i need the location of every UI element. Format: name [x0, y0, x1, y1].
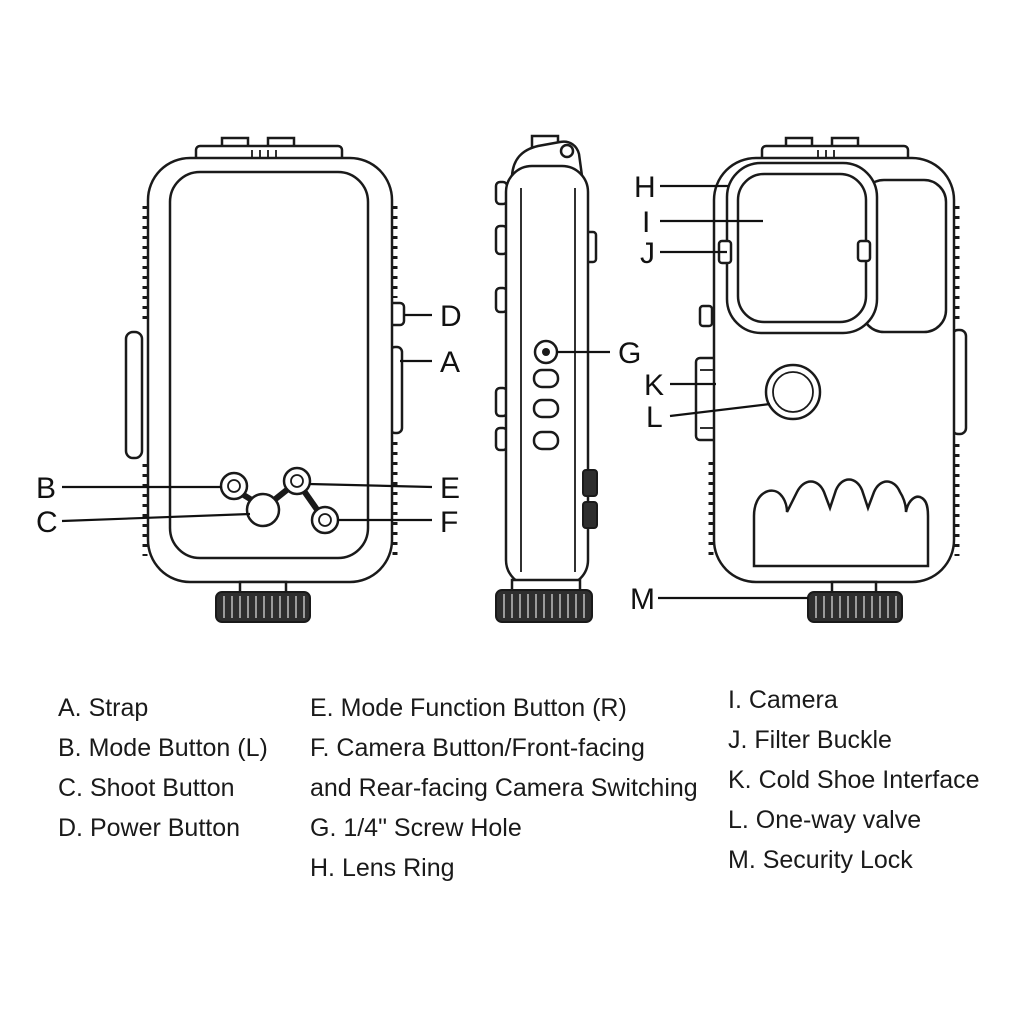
front-mount-knurl — [223, 596, 305, 618]
mode-button-left — [219, 471, 249, 501]
legend-column-2: E. Mode Function Button (R) F. Camera Bu… — [310, 688, 698, 888]
legend-item-k: K. Cold Shoe Interface — [728, 766, 980, 794]
lens-side-clip — [856, 239, 872, 263]
legend-item-f: F. Camera Button/Front-facing — [310, 734, 645, 762]
callout-letter-d: D — [440, 300, 462, 333]
side-mount-knurl — [503, 594, 585, 618]
legend-column-3: I. Camera J. Filter Buckle K. Cold Shoe … — [728, 680, 980, 880]
callout-letter-l: L — [646, 401, 663, 434]
legend-item-j: J. Filter Buckle — [728, 726, 892, 754]
callout-letter-m: M — [630, 583, 655, 616]
legend-item-e: E. Mode Function Button (R) — [310, 694, 627, 722]
shoot-button — [245, 492, 281, 528]
side-face-button — [532, 430, 560, 451]
grip-scallops — [752, 478, 930, 568]
side-face-button — [532, 398, 560, 419]
screw-hole-center — [542, 348, 550, 356]
back-view — [694, 136, 968, 623]
legend-item-f-cont: and Rear-facing Camera Switching — [310, 774, 698, 802]
legend-item-a: A. Strap — [58, 694, 149, 722]
side-view — [494, 134, 598, 623]
case-diagram: B C D A E F G H I J K L M — [36, 134, 968, 623]
legend-item-d: D. Power Button — [58, 814, 241, 842]
callout-letter-e: E — [440, 472, 460, 505]
callout-letter-i: I — [642, 206, 650, 239]
callout-letter-h: H — [634, 171, 656, 204]
front-view — [124, 136, 406, 623]
callout-letter-g: G — [618, 337, 641, 370]
front-screen — [168, 170, 370, 560]
side-face-button — [532, 368, 560, 389]
legend-column-1: A. Strap B. Mode Button (L) C. Shoot But… — [58, 688, 268, 848]
legend-item-m: M. Security Lock — [728, 846, 913, 874]
legend-item-h: H. Lens Ring — [310, 854, 455, 882]
side-clip — [582, 501, 598, 529]
callout-letter-f: F — [440, 506, 458, 539]
legend-item-c: C. Shoot Button — [58, 774, 235, 802]
mode-function-button-right — [282, 466, 312, 496]
callout-letter-b: B — [36, 472, 56, 505]
callout-letter-k: K — [644, 369, 664, 402]
legend-item-l: L. One-way valve — [728, 806, 922, 834]
callout-letter-c: C — [36, 506, 58, 539]
legend-item-b: B. Mode Button (L) — [58, 734, 268, 762]
callout-letters: B C D A E F G H I J K L M — [36, 171, 664, 616]
back-mount-knurl — [815, 596, 897, 618]
callout-letter-j: J — [640, 237, 655, 270]
one-way-valve — [764, 363, 822, 421]
callout-letter-a: A — [440, 346, 460, 379]
legend-item-g: G. 1/4" Screw Hole — [310, 814, 522, 842]
camera-window — [736, 172, 868, 324]
side-top-ring — [559, 143, 575, 159]
side-clip — [582, 469, 598, 497]
legend-item-i: I. Camera — [728, 686, 838, 714]
front-left-strap-lug — [124, 330, 144, 460]
leader-lines — [61, 184, 808, 600]
camera-button — [310, 505, 340, 535]
